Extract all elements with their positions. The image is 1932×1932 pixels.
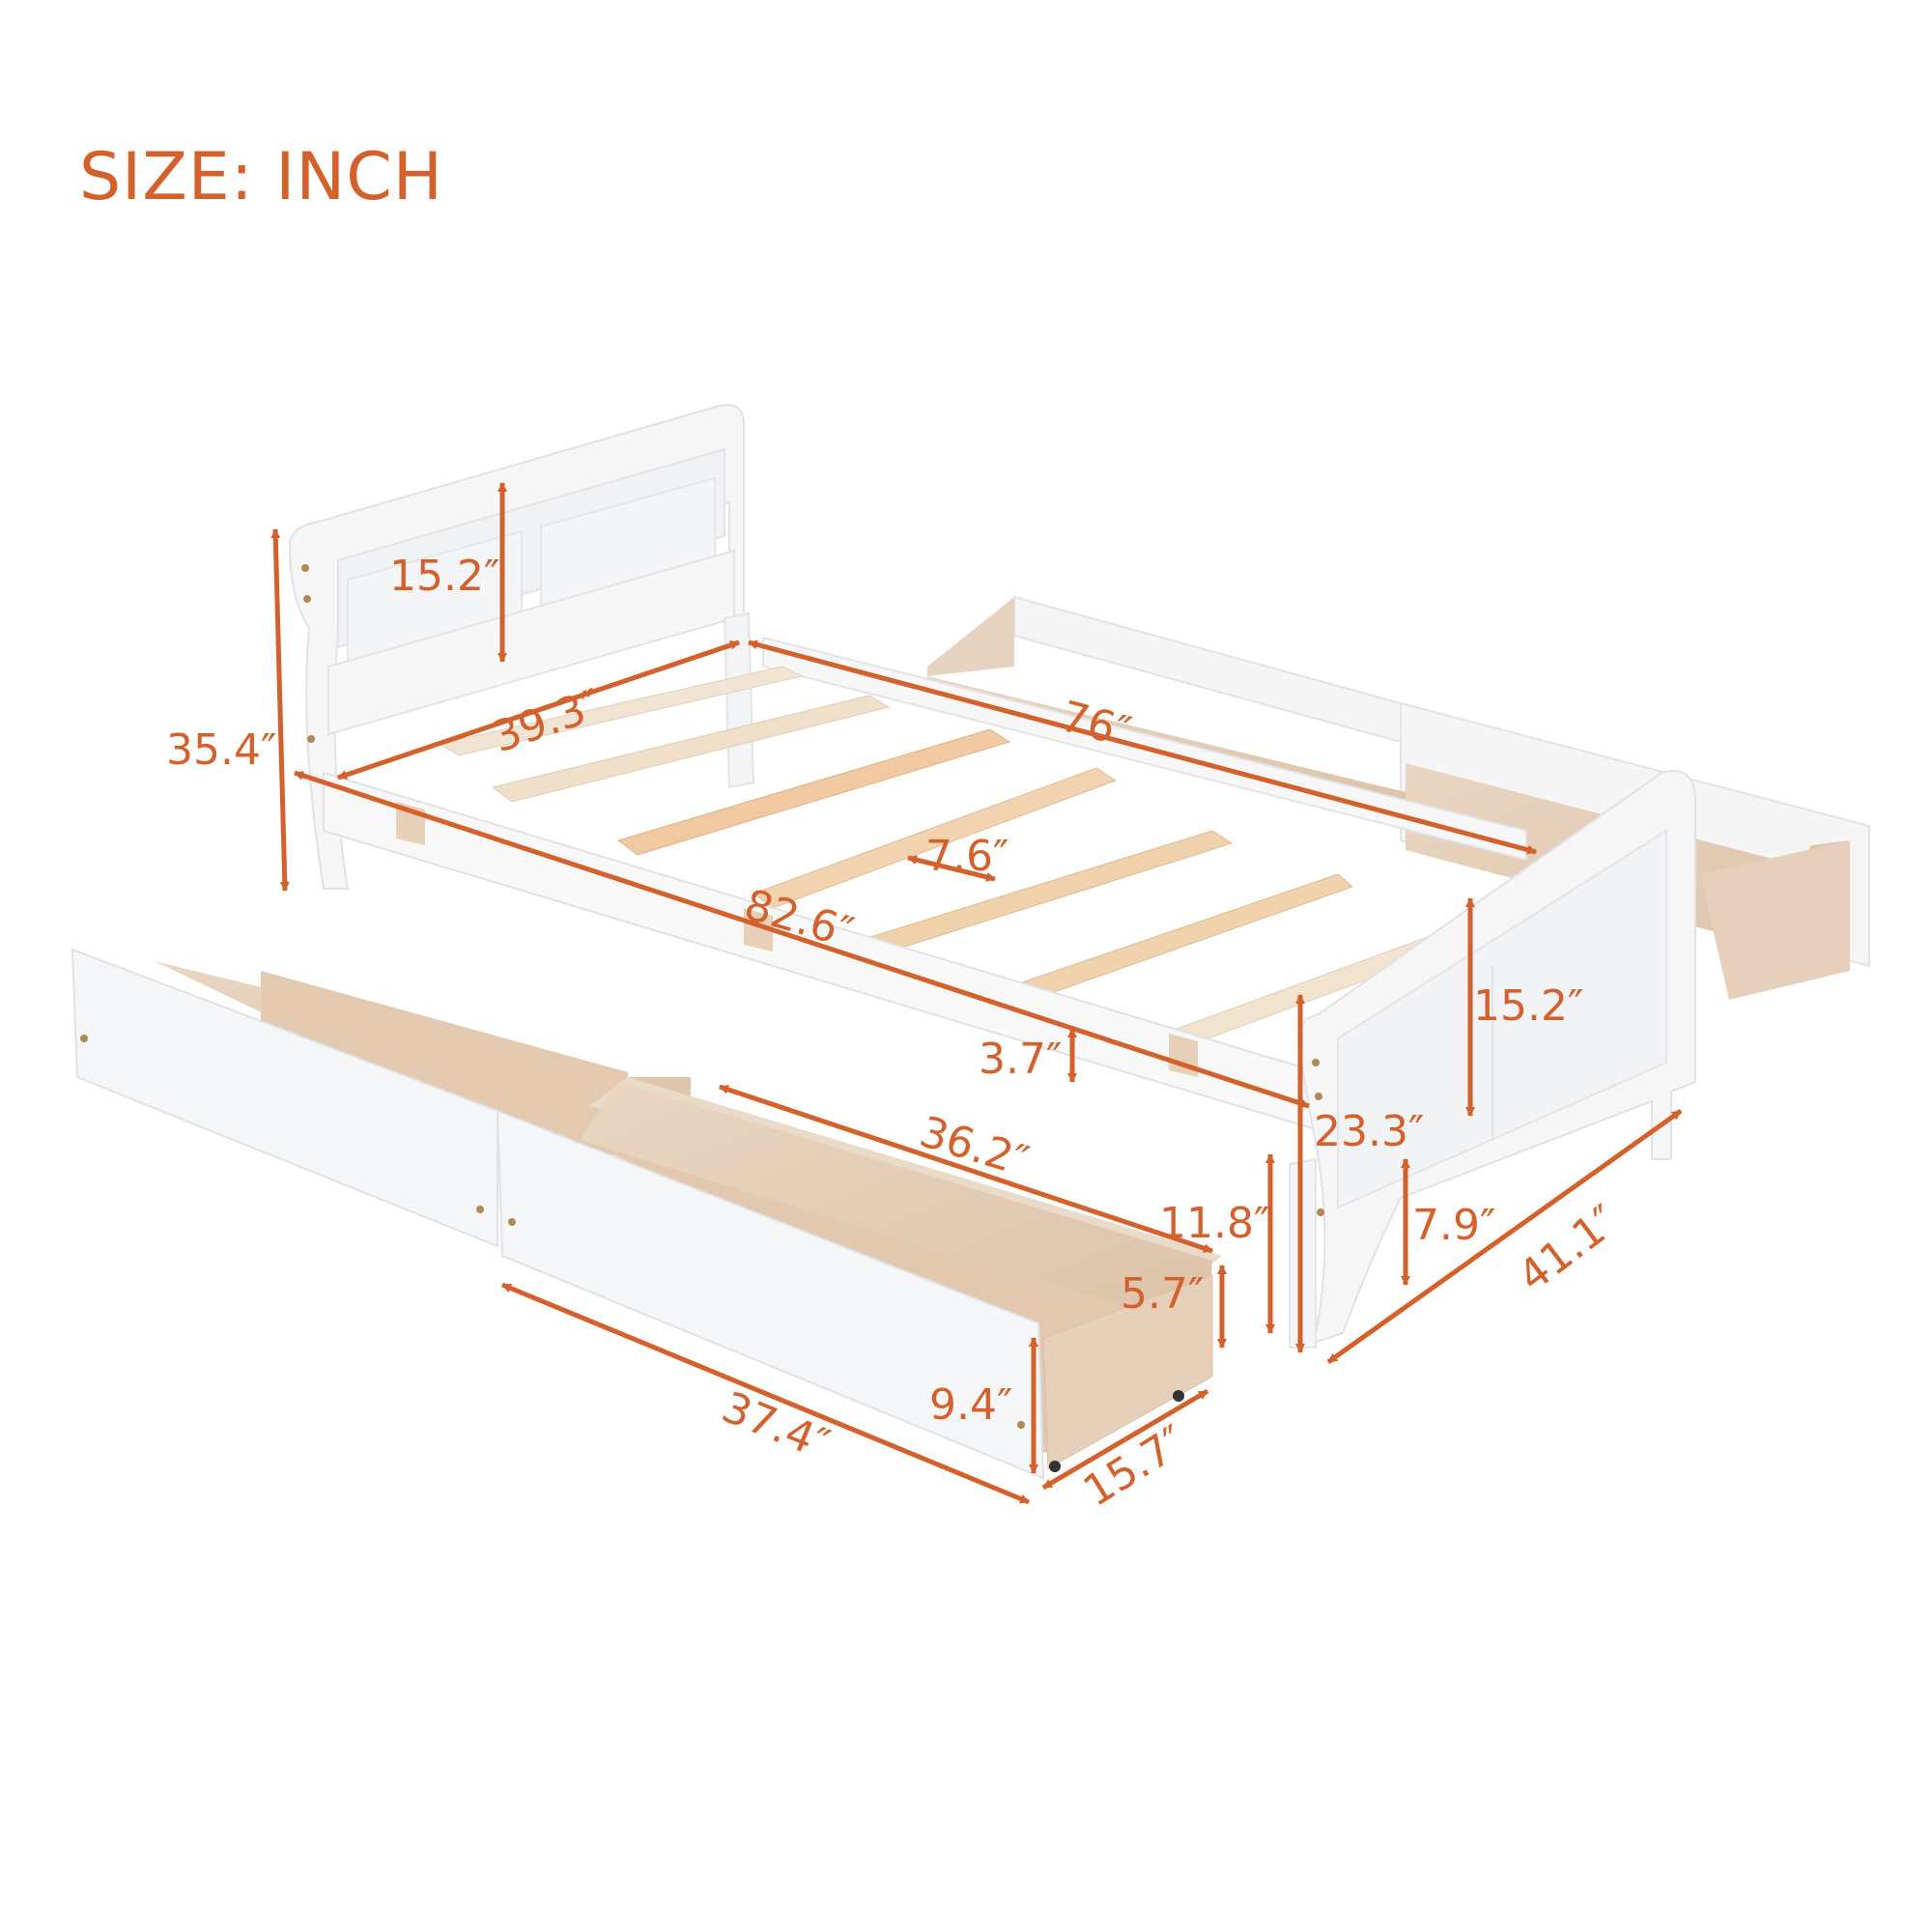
dim-line-drawer-width <box>1041 1388 1209 1491</box>
page-title: SIZE: INCH <box>79 139 443 215</box>
dim-line-headboard-height <box>270 528 290 892</box>
dimension-lines <box>270 482 1683 1505</box>
right-drawer <box>496 1077 1222 1480</box>
label-headboard-total-height: 35.4″ <box>166 725 277 775</box>
dim-line-inner-length <box>748 639 1537 855</box>
label-footboard-panel-height: 15.2″ <box>1473 981 1584 1031</box>
dim-line-overall-width <box>1326 1108 1683 1365</box>
dim-line-drawer-length <box>501 1282 1030 1505</box>
label-underbed-clearance: 11.8″ <box>1159 1199 1270 1248</box>
dim-line-headboard-width <box>337 639 740 781</box>
label-drawer-front-height: 9.4″ <box>929 1380 1013 1430</box>
label-footboard-total-height: 23.3″ <box>1314 1107 1425 1156</box>
label-slat-gap: 7.6″ <box>925 832 1009 881</box>
label-drawer-inner-height: 5.7″ <box>1121 1269 1205 1319</box>
dim-line-overall-length <box>294 770 1310 1109</box>
dim-line-drawer-inner-length <box>719 1084 1213 1254</box>
label-footboard-leg-clearance: 7.9″ <box>1412 1201 1496 1250</box>
label-headboard-panel-height: 15.2″ <box>389 552 500 601</box>
label-side-rail-height: 3.7″ <box>979 1035 1063 1084</box>
